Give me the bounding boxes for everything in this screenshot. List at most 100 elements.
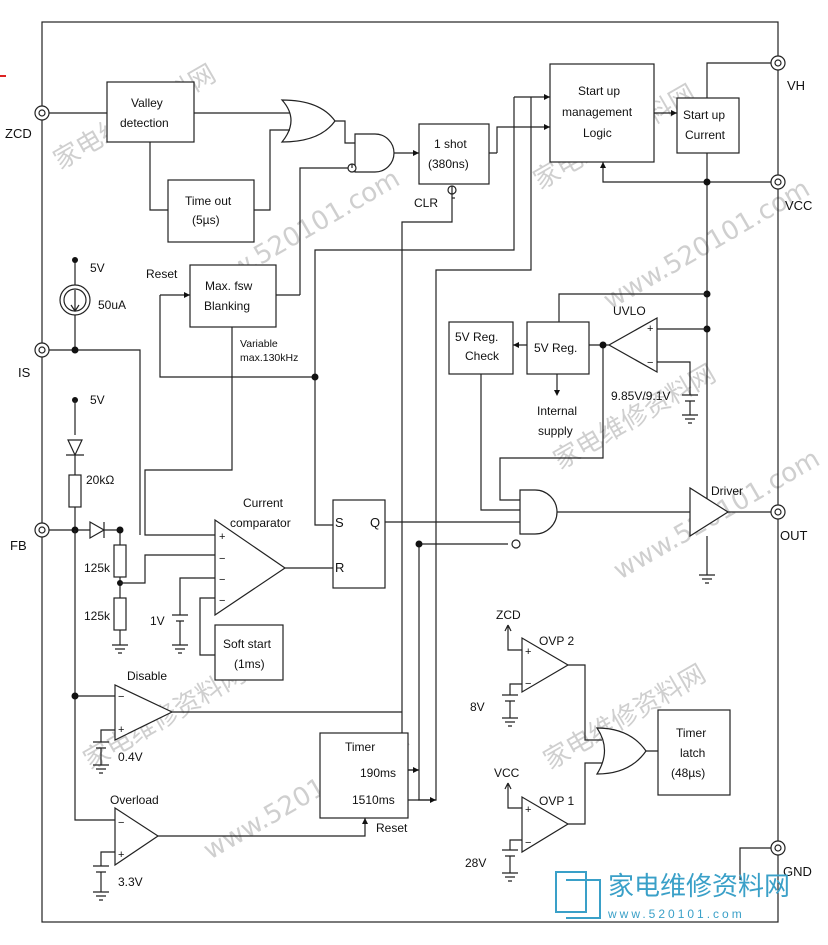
v04-label: 0.4V — [118, 750, 143, 764]
sr-r-label: R — [335, 560, 344, 575]
overload-label: Overload — [110, 793, 159, 807]
timer-reset-label: Reset — [376, 821, 408, 835]
max-fsw-label-2: Blanking — [204, 299, 250, 313]
ovp2-label: OVP 2 — [539, 634, 574, 648]
svg-text:FB: FB — [10, 538, 27, 553]
startup-current-label-2: Current — [685, 128, 726, 142]
startup-current-block — [676, 97, 740, 154]
internal-supply-label-1: Internal — [537, 404, 577, 418]
startup-current-label-1: Start up — [683, 108, 725, 122]
diode-icon — [89, 520, 106, 540]
sr-latch-block — [332, 499, 386, 589]
timer-latch-label-3: (48µs) — [671, 766, 705, 780]
pin-fb: FB — [10, 522, 50, 553]
timeout-block — [167, 179, 255, 243]
pin-is: IS — [18, 342, 50, 380]
chip-outline — [41, 21, 779, 923]
clr-label: CLR — [414, 196, 438, 210]
and-gate-top — [354, 133, 395, 173]
svg-text:VCC: VCC — [785, 198, 812, 213]
v1-label: 1V — [150, 614, 165, 628]
svg-text:IS: IS — [18, 365, 31, 380]
resistor-125k-bottom — [113, 597, 127, 631]
variable-label-1: Variable — [240, 338, 278, 350]
svg-text:−: − — [118, 817, 124, 829]
reg-block — [526, 321, 590, 375]
vcc-input-label: VCC — [494, 766, 520, 780]
and-gate-driver — [519, 489, 558, 535]
r20k-label: 20kΩ — [86, 473, 114, 487]
svg-text:−: − — [525, 678, 531, 690]
brand-logo: 家电维修资料网 www.520101.com — [555, 871, 790, 921]
reset-label: Reset — [146, 267, 178, 281]
timer-190ms: 190ms — [360, 766, 396, 780]
v5-fb-label: 5V — [90, 393, 105, 407]
cc-label-2: comparator — [230, 516, 291, 530]
soft-start-label-2: (1ms) — [234, 657, 265, 671]
resistor-20k — [68, 474, 82, 508]
zener-diode-icon — [67, 439, 83, 457]
reg-check-label-1: 5V Reg. — [455, 330, 498, 344]
uvlo-threshold-label: 9.85V/9.1V — [611, 389, 670, 403]
cc-label-1: Current — [243, 496, 284, 510]
sr-q-label: Q — [370, 515, 380, 530]
current-comparator — [214, 518, 287, 617]
resistor-125k-top — [113, 544, 127, 578]
one-shot-block — [418, 123, 490, 185]
reg-check-block — [448, 321, 514, 375]
svg-text:ZCD: ZCD — [5, 126, 32, 141]
svg-text:+: + — [647, 323, 653, 335]
max-fsw-blanking-block — [189, 264, 277, 328]
driver-bubble — [511, 539, 521, 549]
v8-label: 8V — [470, 700, 485, 714]
max-fsw-label-1: Max. fsw — [205, 279, 253, 293]
startup-logic-block — [549, 63, 655, 163]
soft-start-label-1: Soft start — [223, 637, 272, 651]
timeout-label-1: Time out — [185, 194, 232, 208]
timer-title: Timer — [345, 740, 375, 754]
or-gate-ovp — [595, 727, 647, 775]
svg-text:−: − — [118, 691, 124, 703]
or-gate-top — [280, 99, 336, 143]
timeout-label-2: (5µs) — [192, 213, 220, 227]
svg-text:+: + — [525, 646, 531, 658]
valley-label-2: detection — [120, 116, 169, 130]
v33-label: 3.3V — [118, 875, 143, 889]
svg-text:+: + — [219, 531, 225, 543]
driver-label: Driver — [711, 484, 743, 498]
timer-latch-block — [657, 709, 731, 796]
one-shot-label-1: 1 shot — [434, 137, 467, 151]
svg-text:+: + — [525, 804, 531, 816]
startup-logic-label-3: Logic — [583, 126, 612, 140]
timer-1510ms: 1510ms — [352, 793, 395, 807]
zcd-input-label: ZCD — [496, 608, 521, 622]
startup-logic-label-1: Start up — [578, 84, 620, 98]
sr-s-label: S — [335, 515, 344, 530]
disable-label: Disable — [127, 669, 167, 683]
pin-gnd: GND — [770, 840, 812, 879]
timer-block — [319, 732, 409, 819]
v5-top-label: 5V — [90, 261, 105, 275]
svg-text:−: − — [219, 553, 225, 565]
variable-label-2: max.130kHz — [240, 352, 298, 364]
svg-text:+: + — [118, 849, 124, 861]
svg-text:GND: GND — [783, 864, 812, 879]
ovp1-comparator — [521, 795, 570, 854]
v28-label: 28V — [465, 856, 486, 870]
timer-latch-label-2: latch — [680, 746, 705, 760]
ovp1-label: OVP 1 — [539, 794, 574, 808]
startup-logic-label-2: management — [562, 105, 633, 119]
uvlo-comparator — [607, 316, 658, 374]
valley-detection-block — [106, 81, 195, 143]
internal-supply-label-2: supply — [538, 424, 573, 438]
svg-text:+: + — [118, 724, 124, 736]
pin-out: OUT — [770, 504, 808, 543]
svg-text:OUT: OUT — [780, 528, 808, 543]
pin-vh: VH — [770, 55, 805, 93]
ovp2-comparator — [521, 636, 570, 694]
r125b-label: 125k — [84, 609, 111, 623]
brand-cn: 家电维修资料网 — [608, 872, 790, 902]
uvlo-label: UVLO — [613, 304, 646, 318]
timer-latch-label-1: Timer — [676, 726, 706, 740]
i-src-label: 50uA — [98, 298, 126, 312]
